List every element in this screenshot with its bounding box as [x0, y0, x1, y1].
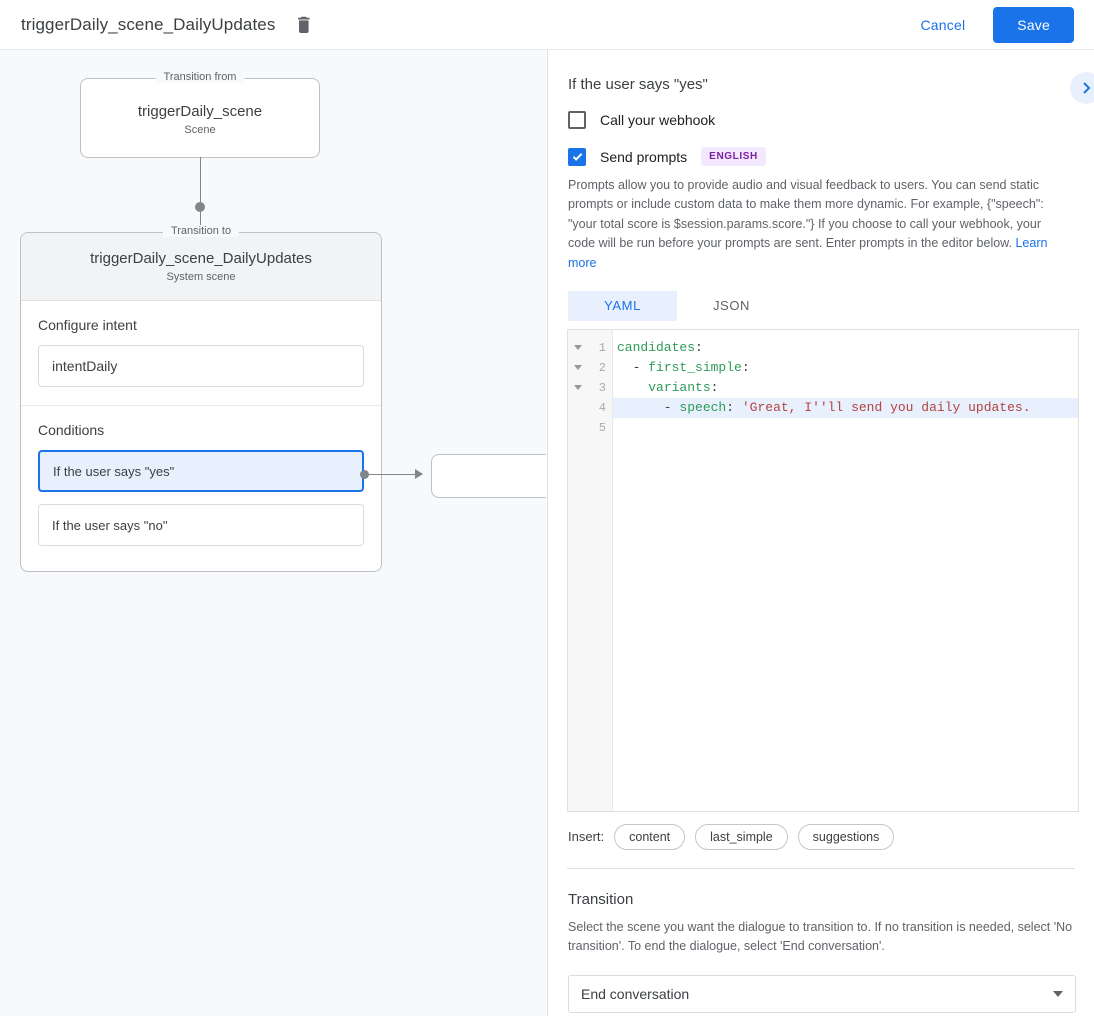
transition-from-subtitle: Scene	[184, 124, 216, 136]
save-button[interactable]: Save	[993, 6, 1074, 43]
top-bar: triggerDaily_scene_DailyUpdates Cancel S…	[0, 0, 1094, 50]
edge-horizontal-line	[366, 474, 416, 475]
edge-arrowhead-right-icon	[415, 469, 423, 479]
editor-code-line[interactable]: candidates:	[617, 339, 703, 355]
edge-source-dot	[195, 202, 205, 212]
editor-line-number: 5	[598, 420, 606, 435]
chevron-down-icon	[1053, 990, 1063, 997]
learn-more-link[interactable]: Learn more	[568, 236, 1048, 270]
webhook-label: Call your webhook	[600, 112, 716, 128]
webhook-checkbox[interactable]	[568, 111, 586, 129]
condition-edge-dot	[360, 470, 369, 479]
editor-code-area[interactable]: candidates: - first_simple: variants: - …	[613, 330, 1078, 811]
webhook-checkbox-row[interactable]: Call your webhook	[548, 111, 1094, 129]
panel-header: If the user says "yes"	[548, 50, 1094, 104]
transition-to-title: triggerDaily_scene_DailyUpdates	[90, 250, 312, 267]
check-icon	[572, 153, 582, 161]
expand-panel-button[interactable]	[1070, 72, 1094, 104]
editor-line-number: 1	[568, 338, 612, 358]
condition-item-no[interactable]: If the user says "no"	[38, 504, 364, 546]
target-node-placeholder[interactable]	[431, 454, 546, 498]
transition-from-title: triggerDaily_scene	[137, 103, 263, 120]
scene-graph-canvas[interactable]: Transition from triggerDaily_scene Scene…	[0, 50, 546, 1016]
insert-chip-suggestions[interactable]: suggestions	[797, 823, 895, 850]
prompts-description: Prompts allow you to provide audio and v…	[548, 176, 1068, 273]
chevron-right-icon	[1083, 82, 1091, 94]
editor-format-tabs: YAML JSON	[568, 290, 1094, 321]
panel-section-divider	[567, 867, 1075, 869]
intent-field[interactable]: intentDaily	[38, 345, 364, 387]
transition-select-value: End conversation	[581, 985, 690, 1002]
trash-icon	[297, 16, 310, 33]
conditions-section: Conditions If the user says "yes" If the…	[21, 405, 381, 564]
send-prompts-checkbox[interactable]	[568, 147, 586, 166]
editor-line-number: 4	[598, 400, 606, 415]
transition-to-subtitle: System scene	[166, 271, 236, 283]
insert-chip-content[interactable]: content	[614, 823, 686, 850]
transition-from-legend: Transition from	[155, 71, 245, 83]
top-bar-actions: Cancel Save	[909, 6, 1074, 43]
send-prompts-checkbox-row[interactable]: Send prompts ENGLISH	[548, 147, 1094, 166]
page-title: triggerDaily_scene_DailyUpdates	[21, 14, 276, 34]
transition-to-header: triggerDaily_scene_DailyUpdates System s…	[21, 233, 381, 301]
editor-code-line[interactable]: variants:	[648, 379, 719, 395]
configure-intent-section: Configure intent intentDaily	[21, 301, 381, 405]
panel-title: If the user says "yes"	[568, 76, 708, 93]
conditions-label: Conditions	[38, 422, 105, 438]
tab-yaml[interactable]: YAML	[568, 290, 677, 321]
language-badge: ENGLISH	[701, 147, 766, 166]
transition-section: Transition Select the scene you want the…	[548, 869, 1094, 1013]
prompts-description-text: Prompts allow you to provide audio and v…	[568, 178, 1044, 251]
editor-code-line[interactable]: - first_simple:	[617, 359, 750, 375]
configure-intent-label: Configure intent	[38, 317, 137, 333]
condition-item-yes[interactable]: If the user says "yes"	[38, 450, 364, 492]
insert-chip-last-simple[interactable]: last_simple	[695, 823, 788, 850]
transition-select[interactable]: End conversation	[568, 974, 1076, 1013]
send-prompts-label: Send prompts	[600, 148, 688, 165]
insert-chips-row: Insert: content last_simple suggestions	[568, 823, 1094, 850]
editor-code-line[interactable]	[613, 418, 1078, 438]
transition-from-node[interactable]: Transition from triggerDaily_scene Scene	[80, 71, 320, 158]
transition-title: Transition	[568, 890, 634, 908]
fold-triangle-icon[interactable]	[574, 345, 582, 351]
tab-json[interactable]: JSON	[712, 298, 751, 314]
condition-detail-panel: If the user says "yes" Call your webhook…	[547, 50, 1094, 1016]
transition-to-node[interactable]: Transition to triggerDaily_scene_DailyUp…	[20, 225, 382, 572]
fold-triangle-icon[interactable]	[574, 365, 582, 371]
editor-line-number: 2	[568, 358, 612, 378]
transition-to-legend: Transition to	[162, 225, 240, 237]
fold-triangle-icon[interactable]	[574, 385, 582, 391]
editor-code-line[interactable]: - speech: 'Great, I''ll send you daily u…	[613, 397, 1078, 418]
editor-line-number: 3	[568, 378, 612, 398]
cancel-button[interactable]: Cancel	[909, 9, 978, 41]
insert-label: Insert:	[568, 829, 605, 845]
delete-button[interactable]	[291, 13, 315, 37]
transition-description: Select the scene you want the dialogue t…	[568, 919, 1073, 954]
